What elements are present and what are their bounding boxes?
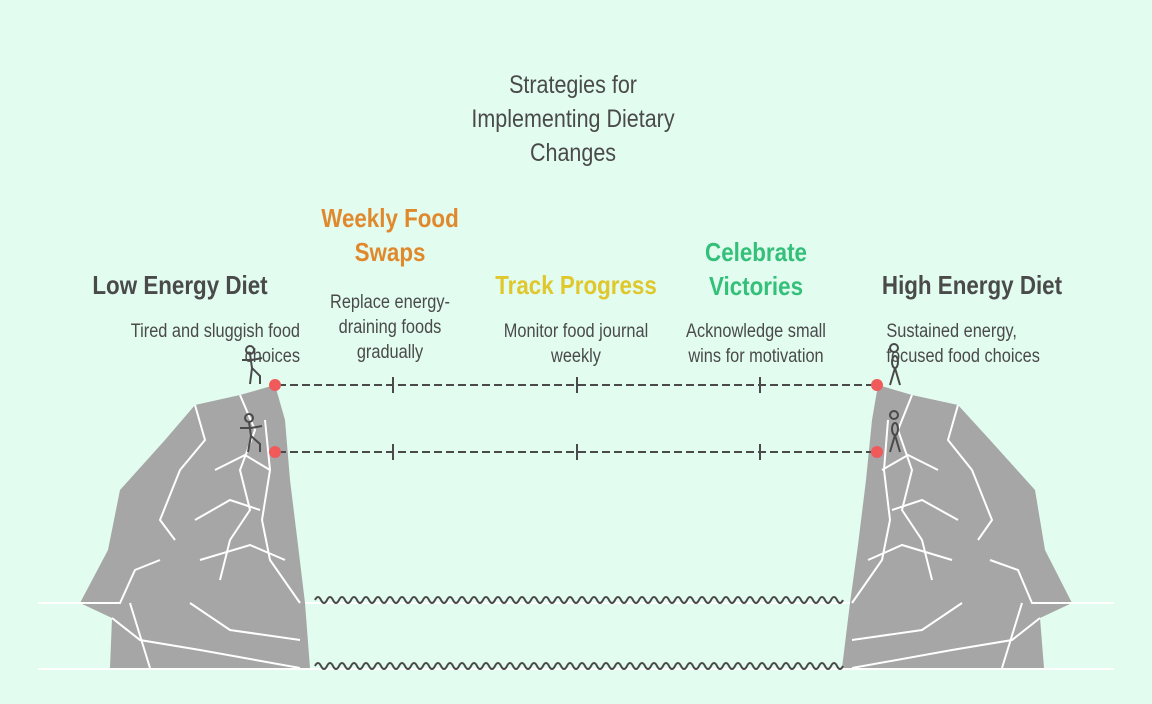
start-description: Tired and sluggish food choices [130,321,300,367]
rope-anchors [269,379,883,458]
right-cliff [842,385,1072,669]
step-1-description: Replace energy- draining foods gradually [330,292,450,363]
start-heading: Low Energy Diet [92,270,268,300]
figure-left-top [242,345,263,385]
figure-right-bottom [889,410,901,453]
figure-right-top [889,343,901,386]
diagram-title: Strategies for Implementing Dietary Chan… [471,71,675,167]
goal-heading: High Energy Diet [881,270,1063,300]
left-cliff [80,385,310,669]
water-waves [314,596,844,670]
stick-figures [240,343,901,453]
step-3-description: Acknowledge small wins for motivation [686,321,826,367]
figure-left-bottom [240,413,263,453]
step-2-heading: Track Progress [495,270,657,300]
rope-bridge [278,377,872,460]
step-1-heading: Weekly Food Swaps [321,203,459,267]
goal-description: Sustained energy, focused food choices [886,321,1040,367]
step-3-heading: Celebrate Victories [705,237,807,301]
step-2-description: Monitor food journal weekly [503,321,649,367]
rope-ticks [392,377,761,460]
